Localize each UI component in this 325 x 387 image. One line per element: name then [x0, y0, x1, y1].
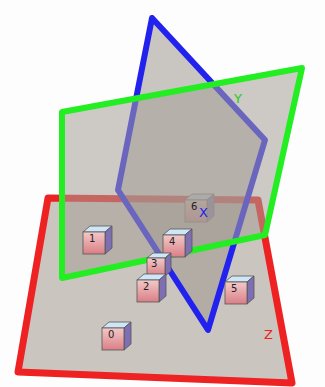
cube-number: 5	[231, 284, 237, 294]
plane-label: Y	[234, 92, 242, 105]
cube-5	[225, 276, 254, 304]
cube-1	[83, 226, 112, 254]
cube-number: 1	[89, 234, 95, 244]
cube-number: 6	[191, 202, 197, 212]
cube-number: 2	[143, 282, 149, 292]
cube-number: 3	[151, 259, 157, 269]
cube-number: 0	[108, 330, 114, 340]
cube-2	[137, 274, 166, 302]
cube-0	[102, 322, 131, 350]
cube-number: 4	[169, 237, 175, 247]
plane-label: Z	[264, 328, 273, 341]
y-plane	[62, 68, 302, 278]
cube-3	[147, 253, 171, 276]
plane-label: X	[199, 206, 208, 219]
